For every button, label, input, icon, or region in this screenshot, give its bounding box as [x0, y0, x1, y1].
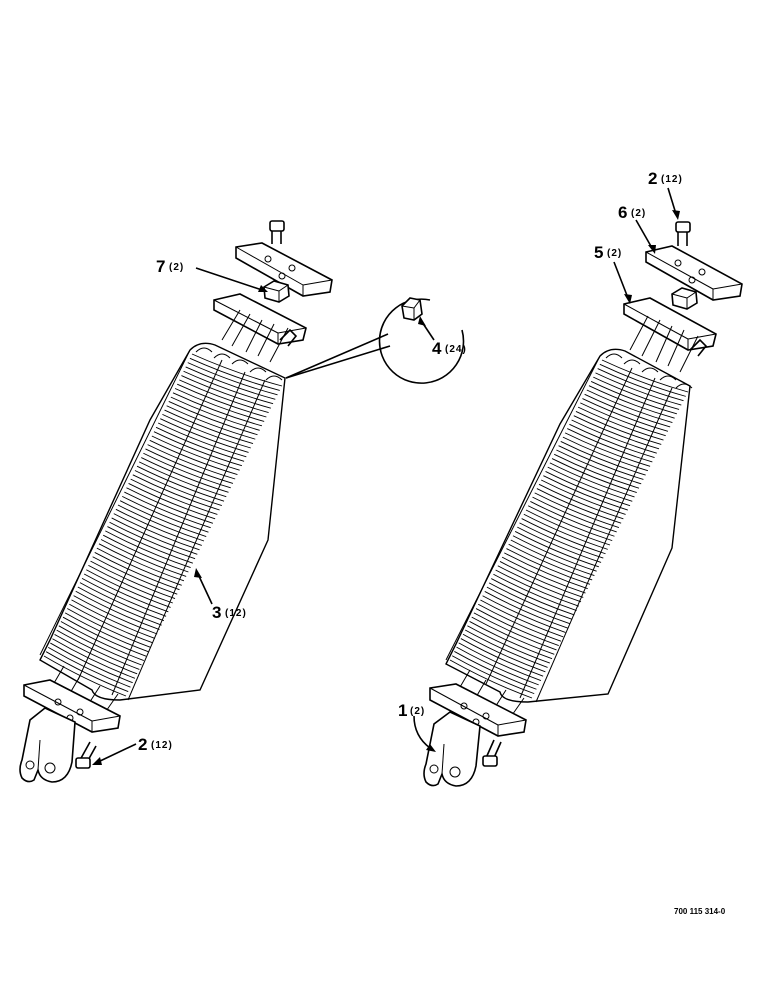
callout-3: 3 (12) [212, 603, 247, 622]
callout-1-number: 1 [398, 701, 407, 720]
callout-2-right-qty: (12) [661, 174, 683, 185]
callout-2-left-number: 2 [138, 735, 147, 754]
callout-5-number: 5 [594, 243, 603, 262]
callout-2-left-qty: (12) [151, 740, 173, 751]
callout-7-number: 7 [156, 257, 165, 276]
callout-6-number: 6 [618, 203, 627, 222]
left-top-bolt [269, 220, 285, 244]
right-springs [445, 348, 693, 703]
callout-7-qty: (2) [169, 262, 184, 273]
left-middle-plate [213, 293, 307, 345]
callout-7: 7 (2) [156, 257, 184, 276]
callout-2-right-number: 2 [648, 169, 657, 188]
right-top-bolt [675, 221, 691, 246]
callout-5: 5 (2) [594, 243, 622, 262]
drawing-number: 700 115 314-0 [674, 907, 726, 916]
right-bottom-plate [429, 683, 527, 737]
callout-3-qty: (12) [225, 608, 247, 619]
right-bottom-bolt [482, 739, 502, 767]
callout-6-qty: (2) [631, 208, 646, 219]
callout-2-left: 2 (12) [138, 735, 173, 754]
callout-4-qty: (24) [445, 344, 467, 355]
right-middle-plate [623, 297, 717, 351]
callout-4-number: 4 [432, 339, 442, 358]
left-springs [39, 342, 286, 701]
left-clevis [19, 707, 76, 783]
callout-3-number: 3 [212, 603, 221, 622]
left-nut [263, 280, 290, 303]
callout-1: 1 (2) [398, 701, 425, 720]
left-bottom-bolt [75, 741, 97, 769]
callout-2-right: 2 (12) [648, 169, 683, 188]
left-top-plate [235, 242, 333, 297]
callout-1-qty: (2) [410, 706, 425, 717]
right-nut [671, 287, 698, 310]
left-bottom-plate [23, 679, 121, 733]
detail-magnifier [285, 297, 465, 384]
left-spring-assembly [19, 220, 333, 783]
right-spring-assembly [423, 221, 743, 787]
leader-lines [92, 187, 680, 765]
callout-5-qty: (2) [607, 248, 622, 259]
callout-6: 6 (2) [618, 203, 646, 222]
right-top-plate [645, 245, 743, 301]
callout-4: 4 (24) [432, 339, 467, 358]
